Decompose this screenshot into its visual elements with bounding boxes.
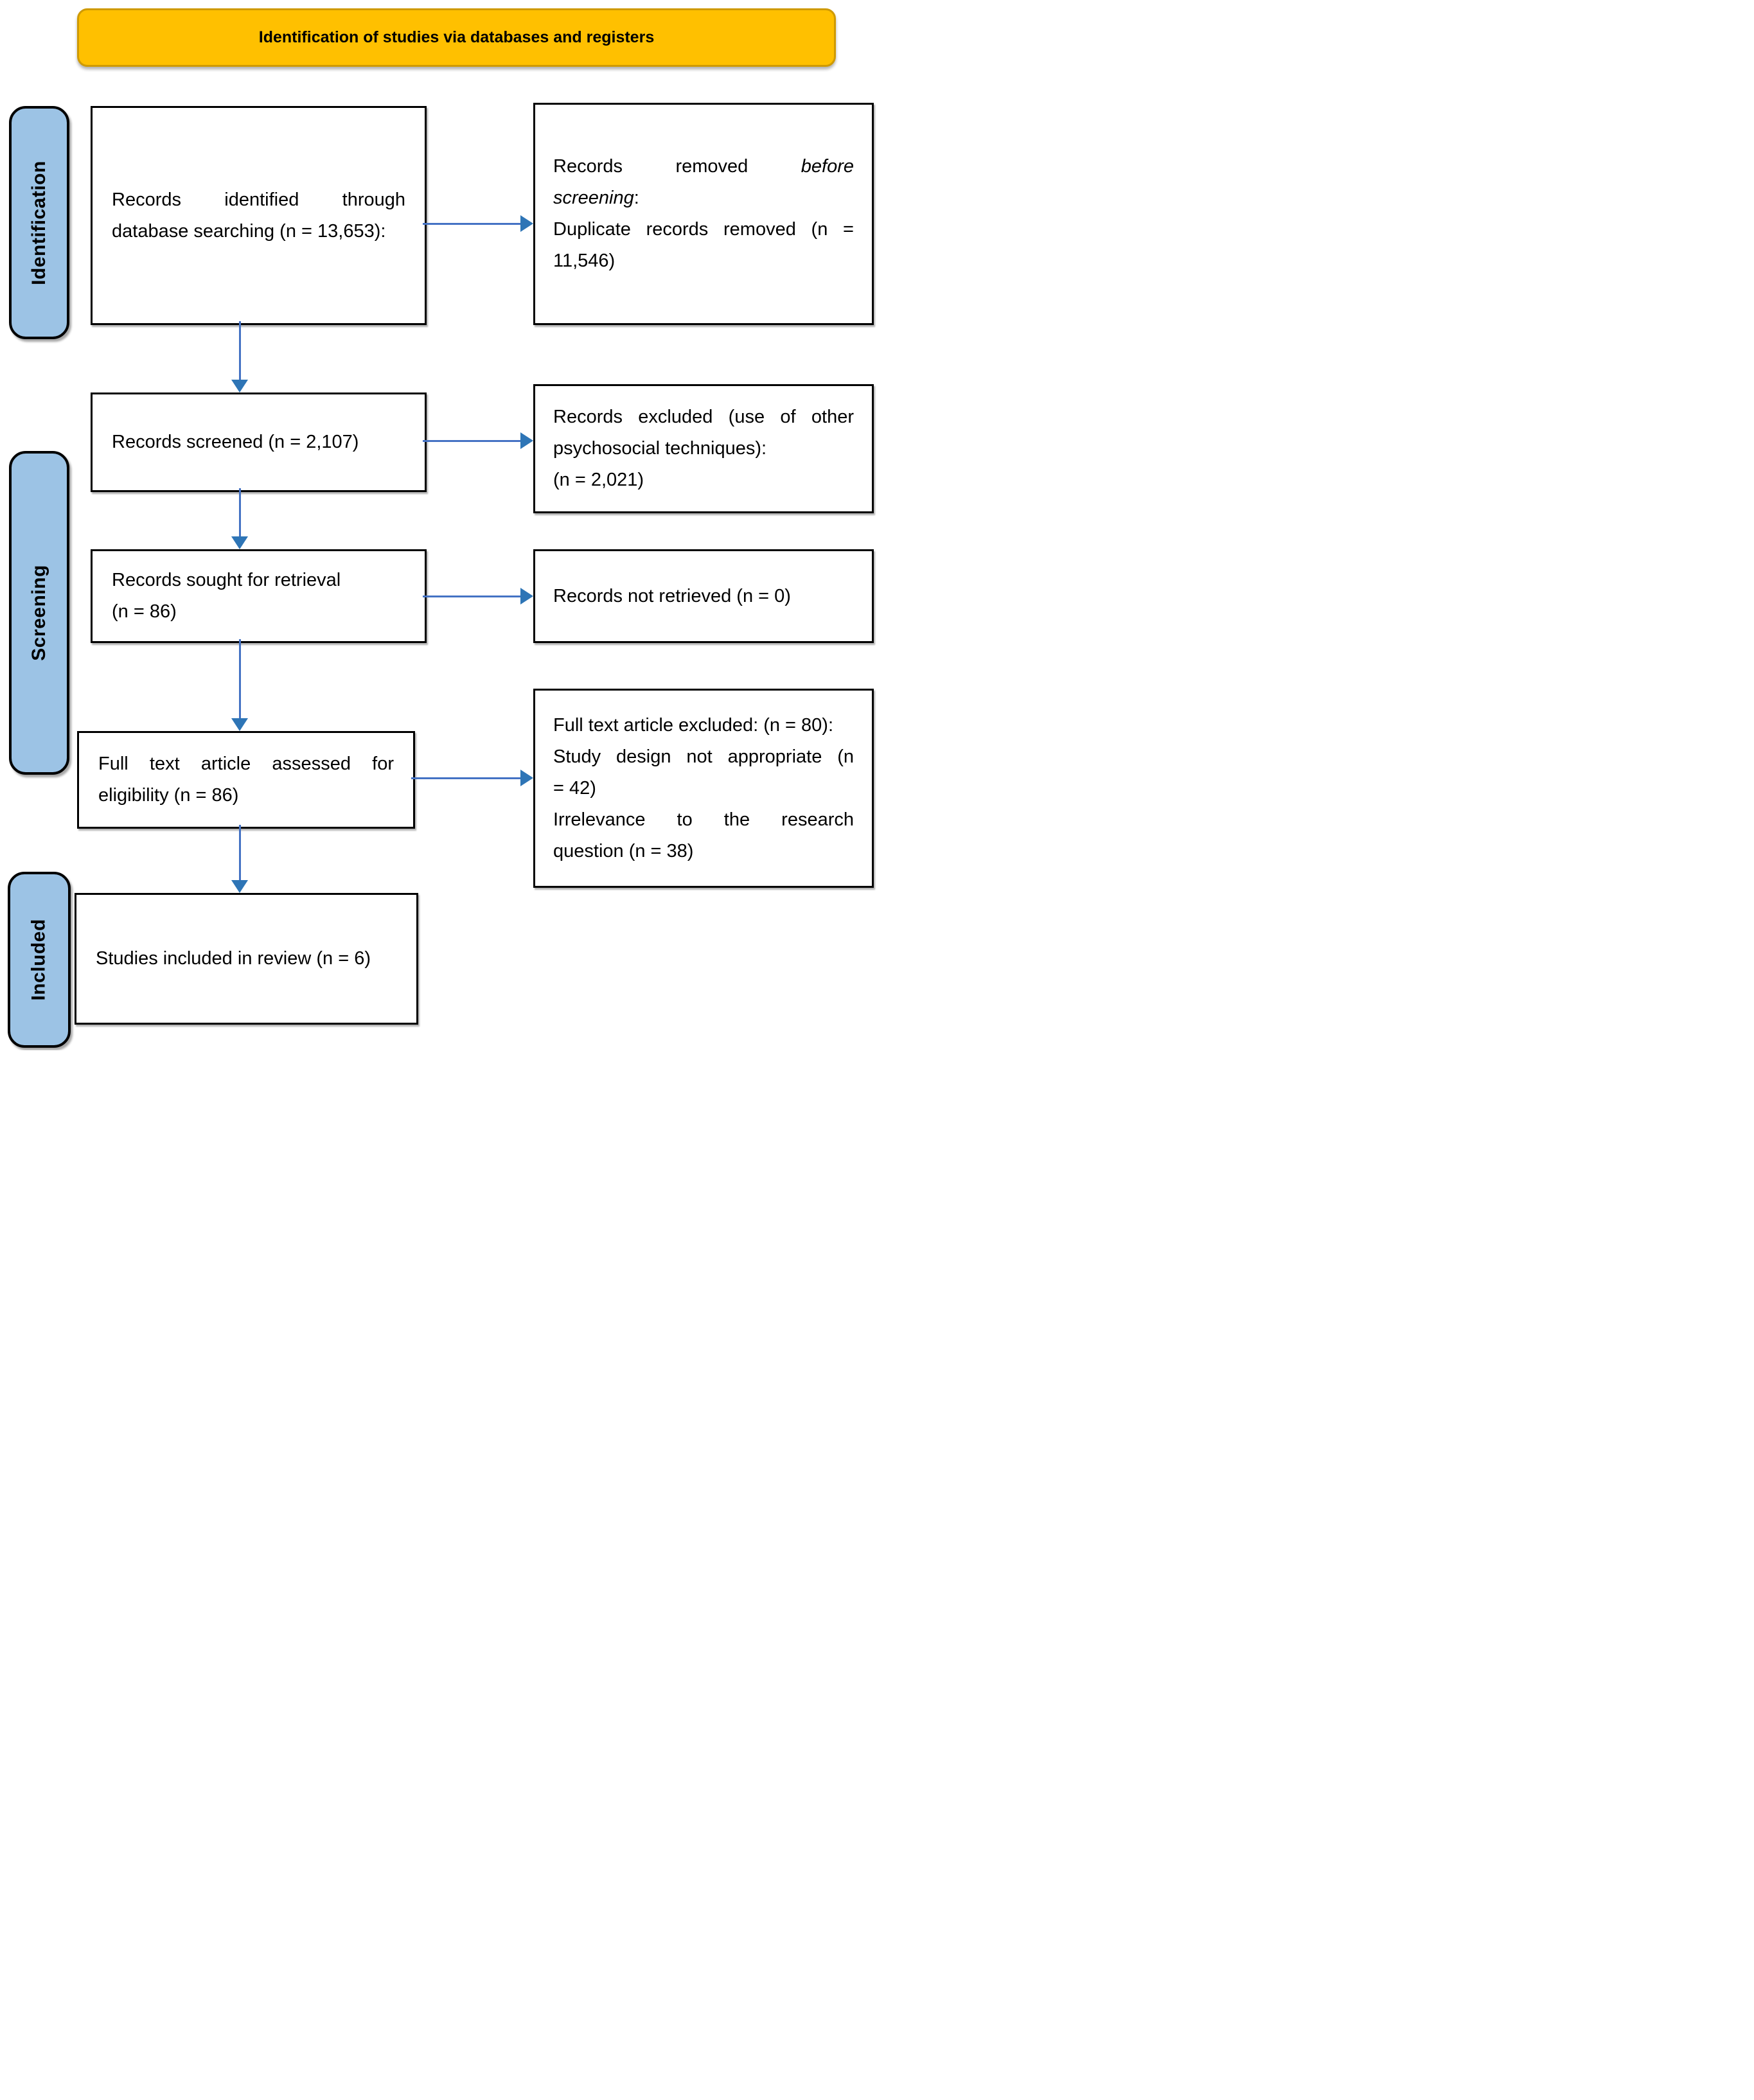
banner-title: Identification of studies via databases …: [258, 28, 655, 46]
stage-label-identification: Identification: [9, 106, 69, 339]
stage-label-included: Included: [8, 872, 71, 1048]
arrow-line: [411, 777, 522, 779]
box-line-text-italic: before: [801, 156, 855, 177]
stage-label-identification-text: Identification: [28, 160, 50, 285]
arrow-identified-to-removed: [423, 215, 533, 232]
box-line: Full text article assessed for: [98, 754, 394, 774]
full-text-excluded-box: Full text article excluded: (n = 80): St…: [533, 689, 874, 888]
arrow-line: [423, 440, 522, 442]
arrow-line: [239, 488, 241, 538]
prisma-flow-diagram: Identification of studies via databases …: [0, 0, 877, 1050]
box-line: Duplicate records removed (n =: [553, 219, 854, 240]
arrow-sought-to-not-retrieved: [423, 588, 533, 604]
box-line-text-italic: screening: [553, 188, 634, 208]
box-line: Study design not appropriate (n: [553, 746, 854, 767]
box-line: Records not retrieved (n = 0): [553, 585, 791, 606]
records-removed-box: Records removed before screening: Duplic…: [533, 103, 874, 325]
arrow-screened-to-sought: [231, 488, 248, 549]
full-text-assessed-box: Full text article assessed for eligibili…: [77, 731, 415, 829]
arrow-line: [239, 825, 241, 881]
box-line: Records removed before: [535, 151, 872, 182]
box-line: question (n = 38): [553, 840, 694, 861]
arrow-line: [239, 639, 241, 719]
box-line: (n = 2,021): [553, 470, 644, 490]
arrow-head-down-icon: [231, 380, 248, 393]
stage-label-screening-text: Screening: [28, 565, 49, 661]
arrow-head-right-icon: [520, 432, 533, 449]
arrow-line: [239, 321, 241, 381]
arrow-line: [423, 596, 522, 597]
box-line: Studies included in review (n = 6): [96, 948, 371, 969]
box-line: Records screened (n = 2,107): [112, 432, 359, 452]
box-line: eligibility (n = 86): [98, 785, 239, 806]
stage-label-screening: Screening: [9, 451, 69, 775]
arrow-head-right-icon: [520, 215, 533, 232]
box-line-text: Records removed: [553, 156, 749, 177]
box-line: = 42): [553, 777, 596, 799]
stage-label-included-text: Included: [28, 919, 49, 1001]
records-sought-box: Records sought for retrieval (n = 86): [91, 549, 427, 643]
arrow-head-right-icon: [520, 588, 533, 604]
arrow-identified-to-screened: [231, 321, 248, 393]
box-line: Irrelevance to the research: [553, 809, 854, 830]
box-line: Records identified through: [112, 189, 405, 210]
records-identified-box: Records identified through database sear…: [91, 106, 427, 325]
arrow-head-down-icon: [231, 536, 248, 549]
arrow-assessed-to-ft-excluded: [411, 770, 533, 786]
box-line-text: :: [633, 188, 639, 208]
box-line: Records excluded (use of other: [553, 407, 854, 427]
box-line: screening:: [535, 182, 872, 214]
arrow-screened-to-excluded: [423, 432, 533, 449]
arrow-assessed-to-included: [231, 825, 248, 893]
records-excluded-box: Records excluded (use of other psychosoc…: [533, 384, 874, 513]
box-line: (n = 86): [112, 601, 177, 622]
arrow-head-down-icon: [231, 718, 248, 731]
arrow-head-down-icon: [231, 880, 248, 893]
box-line: 11,546): [553, 251, 616, 271]
records-screened-box: Records screened (n = 2,107): [91, 393, 427, 492]
box-line: Records sought for retrieval: [112, 570, 341, 590]
studies-included-box: Studies included in review (n = 6): [75, 893, 418, 1025]
arrow-sought-to-assessed: [231, 639, 248, 731]
box-line: psychosocial techniques):: [553, 438, 767, 459]
box-line: Full text article excluded: (n = 80):: [553, 714, 834, 736]
arrow-line: [423, 223, 522, 225]
box-line: database searching (n = 13,653):: [112, 220, 386, 242]
banner: Identification of studies via databases …: [77, 8, 836, 67]
arrow-head-right-icon: [520, 770, 533, 786]
records-not-retrieved-box: Records not retrieved (n = 0): [533, 549, 874, 643]
